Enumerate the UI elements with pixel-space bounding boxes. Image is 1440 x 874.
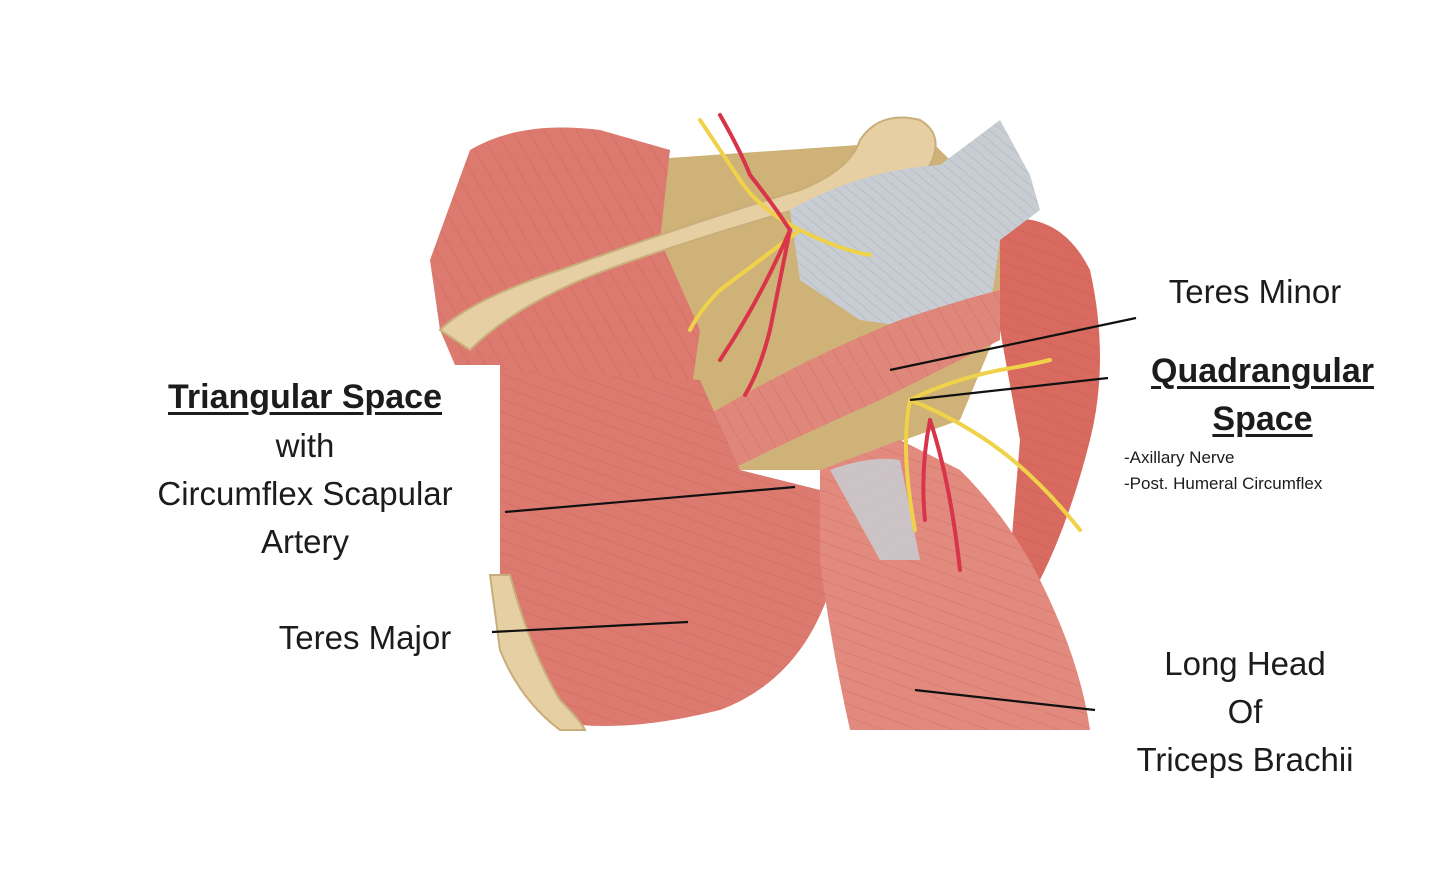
triangular-space-title: Triangular Space <box>168 378 442 416</box>
triangular-space-artery-line2: Artery <box>260 523 349 560</box>
teres-minor-label: Teres Minor <box>1168 273 1342 310</box>
quadrangular-space-title-line1: Quadrangular <box>1151 352 1374 390</box>
leader-triangular <box>504 485 796 514</box>
teres-major-label: Teres Major <box>278 619 452 656</box>
nerves <box>688 118 1082 532</box>
long-head-label-line3: Triceps Brachii <box>1136 741 1354 778</box>
leader-teres-minor <box>889 316 1137 372</box>
leader-lines <box>491 316 1137 712</box>
scapular-spine <box>438 116 937 352</box>
label-backdrop <box>0 365 500 565</box>
arteries <box>718 113 962 572</box>
long-head-label-line2: Of <box>1227 693 1263 730</box>
leader-quadrangular <box>909 376 1109 402</box>
quadrangular-space-title-line2: Space <box>1212 400 1313 438</box>
quadrangular-content-artery: -Post. Humeral Circumflex <box>1124 474 1323 493</box>
quadrangular-content-nerve: -Axillary Nerve <box>1124 448 1235 467</box>
leader-teres-major <box>491 620 689 634</box>
leader-long-head <box>914 688 1096 712</box>
triangular-space-with: with <box>275 427 335 464</box>
triangular-space-artery-line1: Circumflex Scapular <box>157 475 453 512</box>
long-head-label-line1: Long Head <box>1164 645 1326 682</box>
